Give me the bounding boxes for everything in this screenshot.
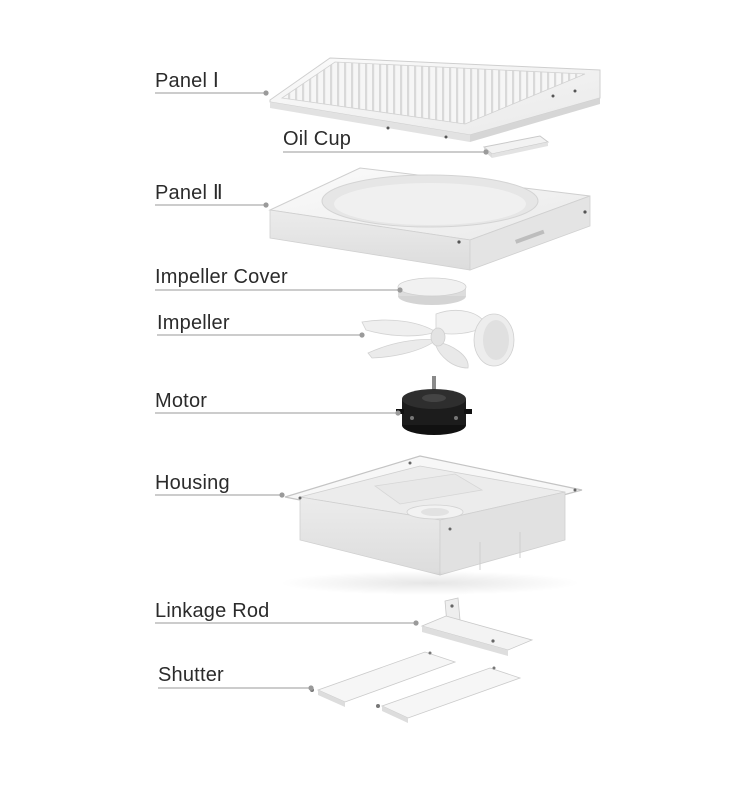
panel-1-part bbox=[269, 57, 601, 142]
label-housing: Housing bbox=[155, 472, 230, 494]
linkage-rod-part bbox=[420, 597, 534, 656]
oil-cup-part bbox=[482, 135, 550, 158]
label-oil-cup: Oil Cup bbox=[283, 128, 352, 150]
label-linkage-rod: Linkage Rod bbox=[155, 600, 270, 622]
label-impeller-cover: Impeller Cover bbox=[155, 266, 288, 288]
housing-part bbox=[284, 455, 583, 576]
label-panel-1: Panel Ⅰ bbox=[155, 70, 220, 92]
label-panel-2: Panel Ⅱ bbox=[155, 182, 223, 204]
leader-lines bbox=[155, 90, 489, 691]
label-motor: Motor bbox=[155, 390, 208, 412]
panel-2-part bbox=[268, 167, 591, 271]
motor-part bbox=[396, 376, 472, 435]
impeller-part bbox=[361, 310, 515, 369]
label-impeller: Impeller bbox=[157, 312, 230, 334]
shutter-part bbox=[310, 651, 522, 723]
impeller-cover-part bbox=[397, 277, 467, 305]
housing-shadow bbox=[280, 571, 580, 595]
label-shutter: Shutter bbox=[158, 664, 224, 686]
